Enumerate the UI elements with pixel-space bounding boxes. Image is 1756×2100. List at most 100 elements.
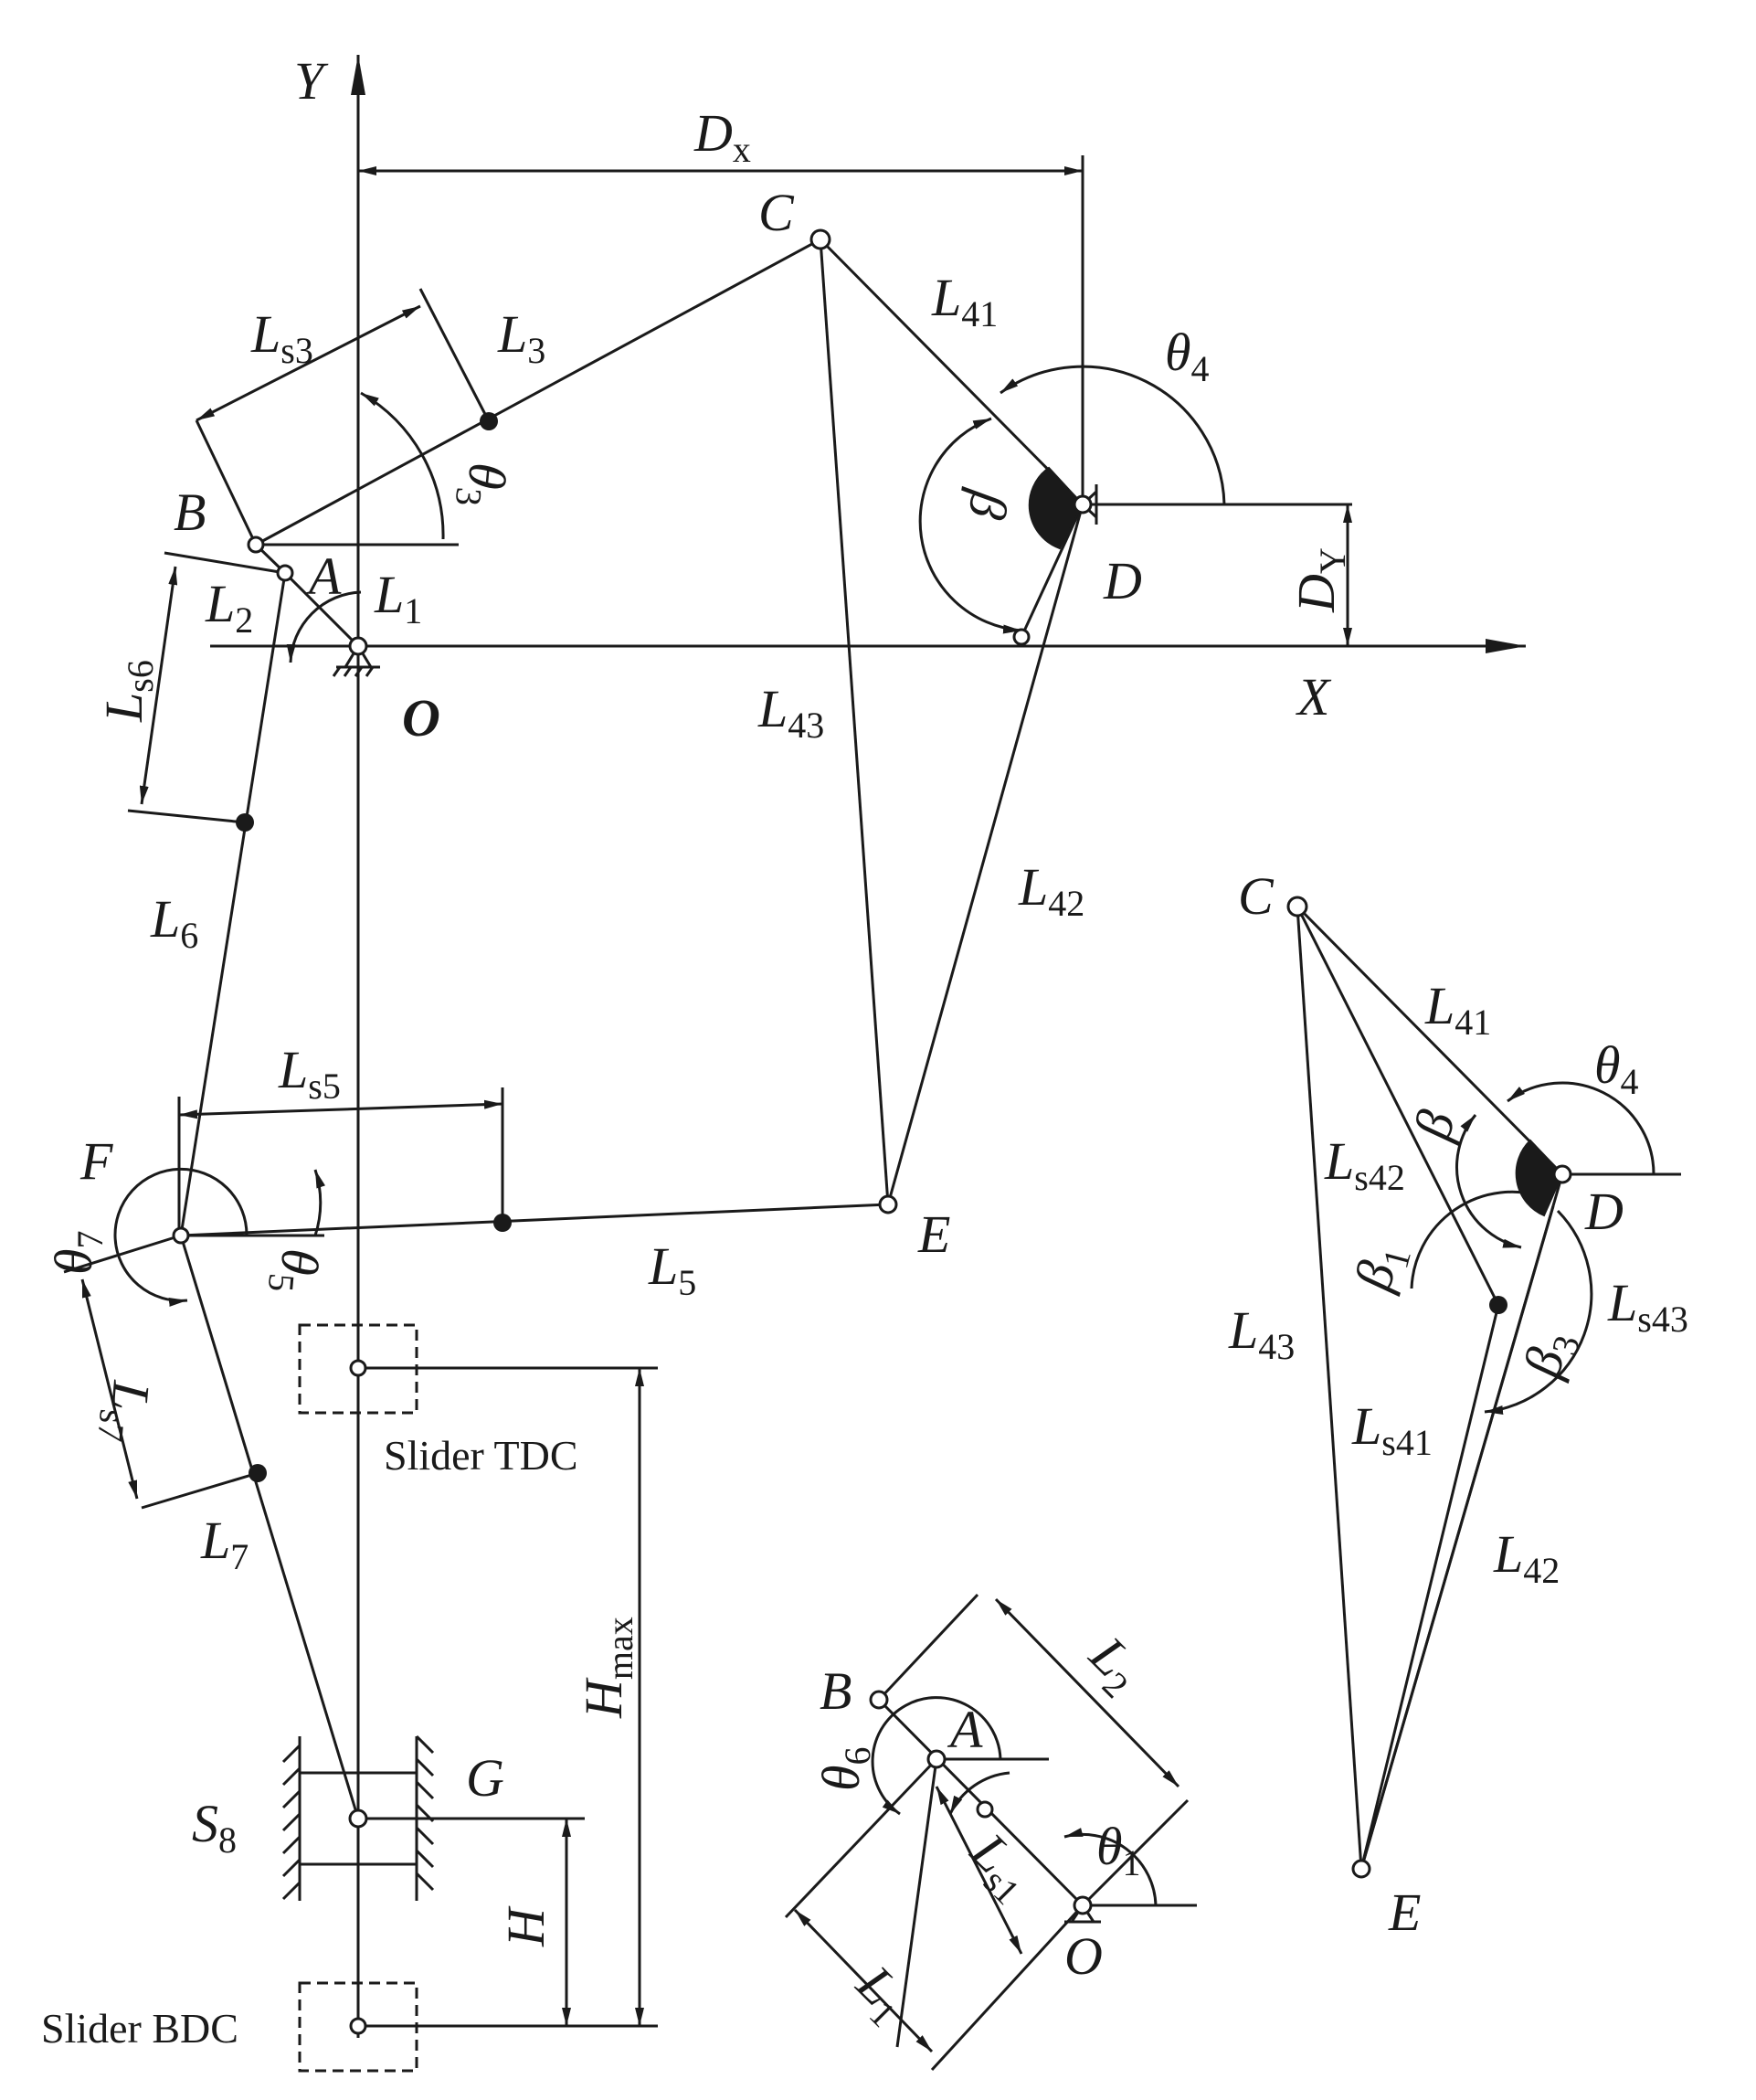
tri-label-C: C bbox=[1238, 866, 1275, 926]
ls3-dimension-line bbox=[196, 304, 421, 422]
inset-label-theta6: θ6 bbox=[811, 1747, 878, 1792]
inset-L2-extension-bottom bbox=[1081, 1798, 1190, 1907]
theta4-arc bbox=[1000, 365, 1226, 505]
joint-F bbox=[172, 1226, 190, 1245]
label-theta5: θ5 bbox=[260, 1246, 331, 1296]
link-L7 bbox=[179, 1235, 360, 1819]
label-theta4: θ4 bbox=[1165, 323, 1210, 389]
label-S8: S8 bbox=[192, 1794, 237, 1861]
label-origin-O: O bbox=[402, 688, 440, 748]
mass-center-L3 bbox=[480, 412, 498, 430]
beta-arc-d bbox=[918, 417, 1022, 634]
label-L41: L41 bbox=[931, 268, 998, 334]
tri-label-L43: L43 bbox=[1228, 1300, 1295, 1367]
inset-label-theta1: θ1 bbox=[1096, 1817, 1141, 1883]
ls7-extension bbox=[141, 1471, 259, 1510]
tri-d-hatched-sector bbox=[1515, 1139, 1564, 1217]
link-L41 bbox=[819, 238, 1084, 506]
label-slider-bdc: Slider BDC bbox=[41, 2005, 238, 2052]
tri-theta4-arc bbox=[1507, 1081, 1656, 1175]
inset-label-A: A bbox=[947, 1700, 983, 1759]
mass-center-L5 bbox=[493, 1214, 512, 1232]
tri-Ls42 bbox=[1296, 906, 1500, 1306]
inset-L1 bbox=[895, 1758, 938, 2048]
inset-Ls1-dimension bbox=[935, 1786, 1023, 1955]
label-Ls6: Ls6 bbox=[94, 660, 161, 723]
tri-label-beta: β bbox=[1402, 1105, 1467, 1147]
slider-wall-hatch bbox=[281, 1734, 435, 1901]
link-L6 bbox=[179, 572, 287, 1236]
d-small-link bbox=[1020, 504, 1084, 638]
f-left-ref bbox=[63, 1234, 182, 1274]
inset-L2-extension-top bbox=[877, 1593, 979, 1702]
label-Dy: DY bbox=[1286, 547, 1353, 613]
tri-beta-arc bbox=[1455, 1114, 1522, 1249]
label-L6: L6 bbox=[150, 889, 198, 956]
inset-label-L2: L2 bbox=[1073, 1625, 1154, 1706]
label-theta3: θ3 bbox=[448, 460, 518, 510]
label-L5: L5 bbox=[648, 1236, 696, 1303]
tri-label-L42: L42 bbox=[1493, 1524, 1560, 1591]
label-L1: L1 bbox=[374, 565, 422, 631]
ls5-dimension-line bbox=[178, 1099, 503, 1119]
label-y-axis: Y bbox=[294, 51, 329, 111]
inset-label-B: B bbox=[820, 1661, 852, 1721]
inset-theta1-arc bbox=[1063, 1828, 1158, 1906]
joint-A bbox=[276, 564, 294, 582]
label-x-axis: X bbox=[1296, 667, 1332, 727]
tri-beta1-arc bbox=[1410, 1186, 1545, 1289]
inset-joint-B bbox=[869, 1690, 889, 1710]
tri-label-E: E bbox=[1388, 1883, 1421, 1942]
label-E: E bbox=[917, 1204, 950, 1264]
label-A: A bbox=[305, 546, 342, 606]
ls7-dimension-line bbox=[80, 1278, 139, 1500]
link-L3 bbox=[255, 238, 821, 546]
inset-L1-dimension bbox=[793, 1908, 934, 2053]
link-L42 bbox=[886, 504, 1084, 1205]
label-Ls7: Ls7 bbox=[90, 1377, 162, 1446]
inset-theta6-arc bbox=[871, 1696, 1002, 1816]
label-L7: L7 bbox=[200, 1511, 249, 1577]
tri-beta3-arc bbox=[1484, 1209, 1593, 1415]
tri-Ls43 bbox=[1359, 1205, 1555, 1870]
link-L43 bbox=[819, 239, 890, 1205]
joint-O bbox=[348, 636, 368, 656]
tri-label-D: D bbox=[1584, 1182, 1624, 1241]
pivot-support-O bbox=[332, 643, 380, 677]
label-L42: L42 bbox=[1018, 857, 1084, 924]
label-C: C bbox=[758, 183, 795, 242]
inset-pivot-support-O bbox=[1064, 1903, 1101, 1924]
inset-a-arc bbox=[948, 1771, 1010, 1815]
tri-label-beta3: β3 bbox=[1512, 1324, 1588, 1385]
tri-label-beta1: β1 bbox=[1343, 1237, 1419, 1299]
inset-L1-ext-right bbox=[930, 1904, 1084, 2072]
label-G: G bbox=[466, 1748, 504, 1808]
label-Dx: Dx bbox=[693, 103, 751, 170]
label-L43: L43 bbox=[757, 679, 824, 746]
link-BA-ext bbox=[164, 551, 286, 575]
label-theta7: θ7 bbox=[44, 1231, 111, 1276]
inset-label-Ls1: Ls1 bbox=[954, 1821, 1045, 1913]
theta5-arc bbox=[313, 1169, 326, 1236]
a-angle-arc bbox=[286, 590, 362, 663]
joint-E bbox=[878, 1194, 898, 1214]
label-beta-d: β bbox=[957, 486, 1020, 524]
tri-label-L41: L41 bbox=[1424, 976, 1491, 1043]
inset-label-O: O bbox=[1064, 1926, 1103, 1986]
inset-joint-s1 bbox=[976, 1800, 994, 1819]
label-L3: L3 bbox=[497, 304, 545, 371]
joint-small-d bbox=[1012, 628, 1031, 646]
theta7-arc bbox=[113, 1167, 249, 1307]
joint-D bbox=[1073, 494, 1093, 514]
tri-label-Ls42: Ls42 bbox=[1324, 1131, 1405, 1198]
link-L5 bbox=[180, 1203, 889, 1237]
tri-mass-center bbox=[1489, 1296, 1507, 1314]
tri-label-Ls43: Ls43 bbox=[1607, 1273, 1688, 1340]
joint-C bbox=[809, 228, 831, 250]
ls3-extension-1 bbox=[195, 419, 258, 546]
label-B: B bbox=[174, 483, 206, 542]
tri-joint-D bbox=[1552, 1164, 1572, 1184]
mass-center-L7 bbox=[249, 1464, 267, 1482]
inset-L1-ext-left bbox=[784, 1757, 938, 1919]
